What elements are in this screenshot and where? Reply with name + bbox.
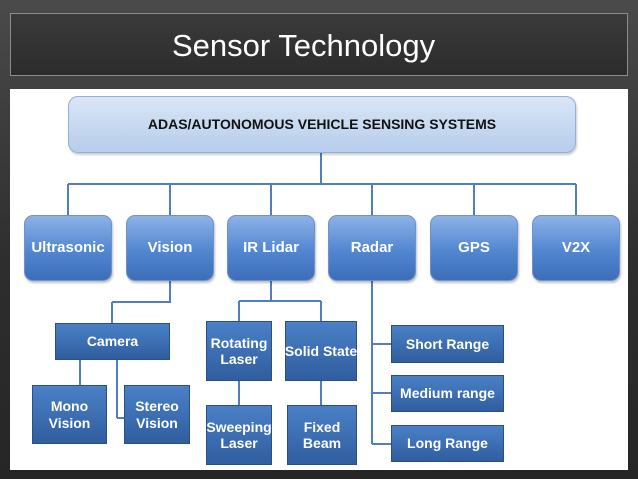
node-solid-state: Solid State xyxy=(285,321,357,381)
category-ultrasonic: Ultrasonic xyxy=(24,215,112,281)
node-stereo-vision: Stereo Vision xyxy=(124,385,190,444)
node-short-range: Short Range xyxy=(391,325,504,363)
node-rotating-laser: Rotating Laser xyxy=(206,321,272,381)
category-radar: Radar xyxy=(328,215,416,281)
root-node: ADAS/AUTONOMOUS VEHICLE SENSING SYSTEMS xyxy=(68,96,576,153)
node-fixed-beam: Fixed Beam xyxy=(287,405,357,465)
node-long-range: Long Range xyxy=(391,425,504,462)
node-camera: Camera xyxy=(55,323,170,360)
slide-title: Sensor Technology xyxy=(172,28,436,63)
node-medium-range: Medium range xyxy=(391,375,504,412)
title-bar xyxy=(10,13,628,76)
node-mono-vision: Mono Vision xyxy=(32,385,107,444)
category-v2x: V2X xyxy=(532,215,620,281)
node-sweeping-laser: Sweeping Laser xyxy=(206,405,272,465)
category-ir-lidar: IR Lidar xyxy=(227,215,315,281)
category-gps: GPS xyxy=(430,215,518,281)
category-vision: Vision xyxy=(126,215,214,281)
